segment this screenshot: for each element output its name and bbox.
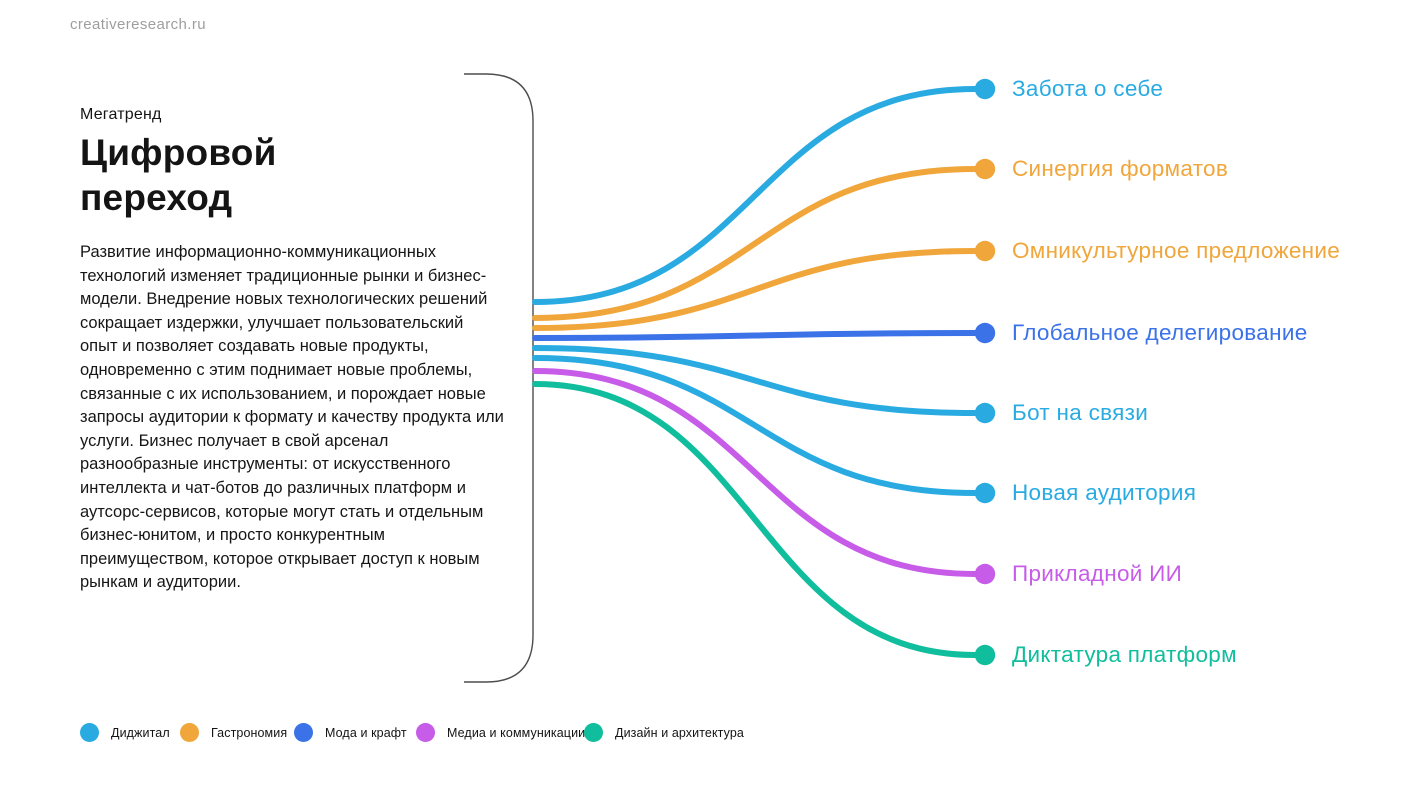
legend-item[interactable]: Диджитал — [80, 722, 170, 743]
page-title: Цифровой переход — [80, 132, 277, 219]
megatrend-eyebrow: Мегатренд — [80, 106, 162, 123]
trend-label[interactable]: Омникультурное предложение — [1012, 238, 1341, 263]
trend-label[interactable]: Новая аудитория — [1012, 480, 1197, 505]
legend-swatch — [80, 723, 99, 742]
trend-dot[interactable] — [974, 402, 996, 424]
trend-dot[interactable] — [974, 322, 996, 344]
site-logo: creativeresearch.ru — [70, 16, 206, 33]
trend-dot[interactable] — [974, 563, 996, 585]
trend-dot[interactable] — [974, 78, 996, 100]
legend-item[interactable]: Гастрономия — [180, 722, 287, 743]
flow-path — [532, 86, 978, 305]
legend-label: Медиа и коммуникации — [447, 725, 586, 740]
brace-bracket — [464, 73, 534, 683]
trend-label[interactable]: Диктатура платформ — [1012, 642, 1237, 667]
legend-swatch — [416, 723, 435, 742]
flow-path — [532, 381, 978, 658]
trend-label[interactable]: Глобальное делегирование — [1012, 320, 1308, 345]
flow-path — [532, 355, 978, 496]
legend-swatch — [180, 723, 199, 742]
legend-item[interactable]: Медиа и коммуникации — [416, 722, 585, 743]
legend-label: Диджитал — [111, 725, 170, 740]
legend-label: Дизайн и архитектура — [615, 725, 744, 740]
flow-path — [532, 330, 978, 341]
trend-dot[interactable] — [974, 240, 996, 262]
trend-label[interactable]: Прикладной ИИ — [1012, 561, 1183, 586]
legend-label: Мода и крафт — [325, 725, 407, 740]
flow-path — [532, 368, 978, 577]
legend-swatch — [584, 723, 603, 742]
legend-swatch — [294, 723, 313, 742]
legend-item[interactable]: Дизайн и архитектура — [584, 722, 744, 743]
flow-path — [532, 166, 978, 321]
flow-path — [532, 248, 978, 331]
trend-dot[interactable] — [974, 482, 996, 504]
megatrend-description: Развитие информационно-коммуникационных … — [80, 243, 504, 592]
trend-label[interactable]: Забота о себе — [1012, 76, 1164, 101]
flow-path — [532, 345, 978, 416]
trend-label[interactable]: Бот на связи — [1012, 400, 1149, 425]
trend-dot[interactable] — [974, 644, 996, 666]
legend-label: Гастрономия — [211, 725, 288, 740]
trend-dot[interactable] — [974, 158, 996, 180]
legend-item[interactable]: Мода и крафт — [294, 722, 407, 743]
trend-label[interactable]: Синергия форматов — [1012, 156, 1229, 181]
